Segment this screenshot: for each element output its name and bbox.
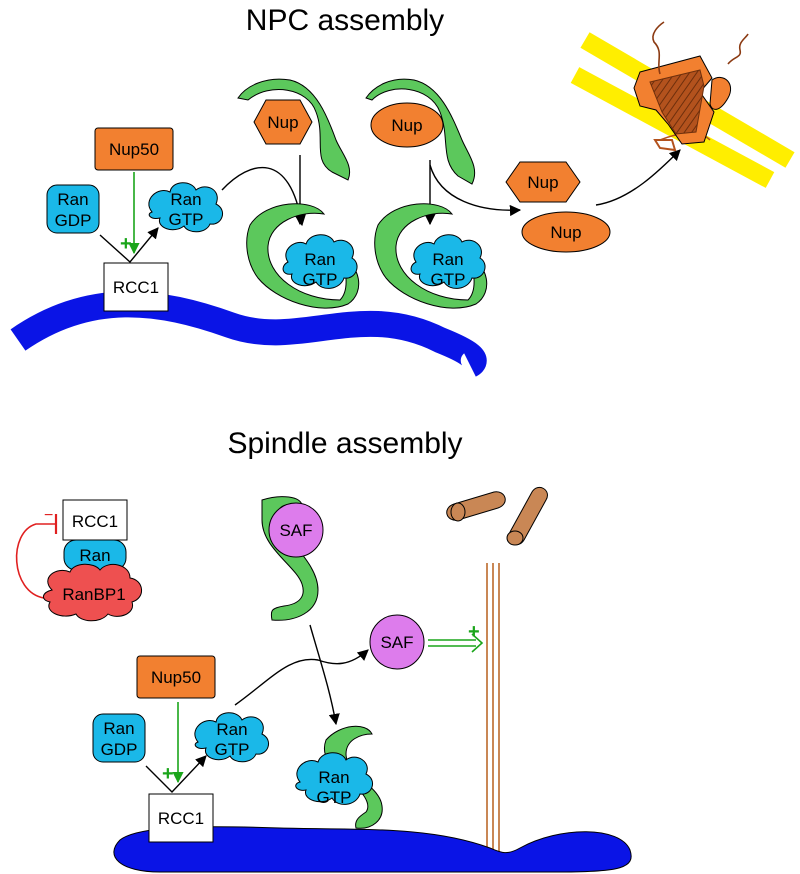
rcc1-label: RCC1 xyxy=(113,278,159,297)
ran-gtp-spindle-ran: Ran xyxy=(216,720,247,739)
rcc1-ran-ranbp1-complex: − RCC1 Ran RanBP1 xyxy=(15,499,142,622)
ran-gtp-cloud-spindle: Ran GTP xyxy=(194,712,270,763)
rcc1-spindle-label: RCC1 xyxy=(158,809,204,828)
ran-gtp-bound-spindle-ran: Ran xyxy=(318,768,349,787)
spindle-title: Spindle assembly xyxy=(227,427,462,460)
ran-gdp-label-ran: Ran xyxy=(57,190,88,209)
npc-title: NPC assembly xyxy=(246,4,444,37)
nup-oval-bound-label: Nup xyxy=(391,116,422,135)
nup-hex-free-label: Nup xyxy=(527,173,558,192)
nuclear-pore-complex xyxy=(570,21,795,188)
saf-bound-label: SAF xyxy=(279,521,312,540)
nup50-spindle-label: Nup50 xyxy=(151,668,201,687)
ran-label: Ran xyxy=(79,546,110,565)
ran-gdp-spindle-gdp: GDP xyxy=(101,740,138,759)
tubulin-dimers xyxy=(446,487,548,546)
gdp-to-gtp-exchange-arrow-spindle xyxy=(145,755,207,794)
importin-with-nup-oval: Nup xyxy=(365,78,476,185)
ran-gdp-label-gdp: GDP xyxy=(55,211,92,230)
ran-gtp-label-ran: Ran xyxy=(170,190,201,209)
gdp-to-gtp-exchange-arrow xyxy=(99,227,159,264)
activation-plus: + xyxy=(120,233,132,255)
rcc1-box-spindle: RCC1 xyxy=(148,793,214,843)
nup-oval-free-label: Nup xyxy=(550,223,581,242)
microtubule-bundle xyxy=(486,563,500,857)
importin-with-saf: SAF xyxy=(261,496,324,621)
nup-hex-bound-label: Nup xyxy=(267,113,298,132)
rcc1-inhibited-label: RCC1 xyxy=(72,512,118,531)
ran-gdp-spindle: Ran GDP xyxy=(92,713,146,763)
importin-ran-gtp-spindle: Ran GTP xyxy=(295,725,383,829)
activation-plus-spindle: + xyxy=(162,763,174,785)
importin-ran-gtp-1: Ran GTP xyxy=(246,203,360,309)
ran-gtp-to-importin-arrow xyxy=(221,166,306,227)
ran-gtp-spindle-gtp: GTP xyxy=(215,740,250,759)
nup50-box-spindle: Nup50 xyxy=(136,655,216,699)
ran-gtp-releases-saf-arrow xyxy=(234,649,369,706)
saf-activates-microtubule-arrow: + xyxy=(428,621,484,653)
ran-gtp-cloud: Ran GTP xyxy=(148,182,224,233)
ran-gdp-spindle-ran: Ran xyxy=(103,719,134,738)
ranbp1-inhibition-line xyxy=(15,523,56,599)
npc-assembly-panel: NPC assembly Nup50 + Ran GDP Ran GTP RCC… xyxy=(10,4,795,377)
ran-gtp-bound-spindle-gtp: GTP xyxy=(317,788,352,807)
ran-gtp-bound2-ran: Ran xyxy=(432,250,463,269)
saf-free-label: SAF xyxy=(380,633,413,652)
nup-hex-free: Nup xyxy=(505,161,581,203)
nup50-box: Nup50 xyxy=(94,127,174,171)
nup-release-arrow xyxy=(429,164,522,217)
saf-free: SAF xyxy=(369,614,425,670)
inhibition-minus: − xyxy=(44,507,53,524)
nup-oval-free: Nup xyxy=(521,211,611,253)
ranbp1-label: RanBP1 xyxy=(62,585,125,604)
ran-gtp-bound1-ran: Ran xyxy=(304,250,335,269)
chromatin-blob xyxy=(113,826,632,873)
ran-gdp: Ran GDP xyxy=(46,184,100,234)
nup50-label: Nup50 xyxy=(109,140,159,159)
importin-with-nup-hex: Nup xyxy=(237,78,350,181)
ran-gtp-bound1-gtp: GTP xyxy=(303,270,338,289)
rcc1-box: RCC1 xyxy=(103,262,169,312)
chromatin-strand xyxy=(10,291,487,377)
nup-to-pore-arrow xyxy=(595,149,681,206)
ran-gtp-label-gtp: GTP xyxy=(169,210,204,229)
importin-ran-gtp-2: Ran GTP xyxy=(374,203,488,309)
ran-gtp-bound2-gtp: GTP xyxy=(431,270,466,289)
microtubule-plus: + xyxy=(468,621,480,643)
spindle-assembly-panel: Spindle assembly − RCC1 Ran RanBP1 SAF S… xyxy=(15,427,632,873)
importin-to-ran-bound-arrow xyxy=(309,624,340,726)
